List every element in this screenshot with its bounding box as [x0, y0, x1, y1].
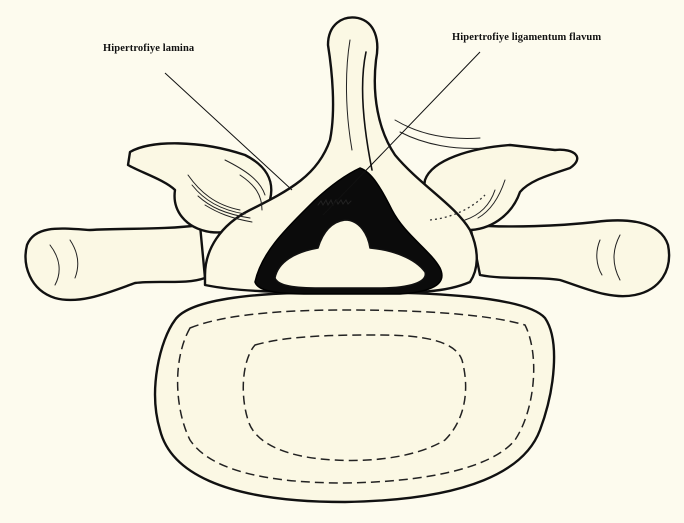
right-arch-shading — [395, 120, 485, 148]
left-transverse-process — [26, 225, 205, 300]
right-transverse-process — [470, 220, 669, 296]
label-hypertrophic-ligamentum-flavum: Hipertrofiye ligamentum flavum — [452, 32, 601, 43]
vertebral-body — [155, 292, 554, 502]
label-hypertrophic-lamina: Hipertrofiye lamina — [103, 43, 194, 54]
